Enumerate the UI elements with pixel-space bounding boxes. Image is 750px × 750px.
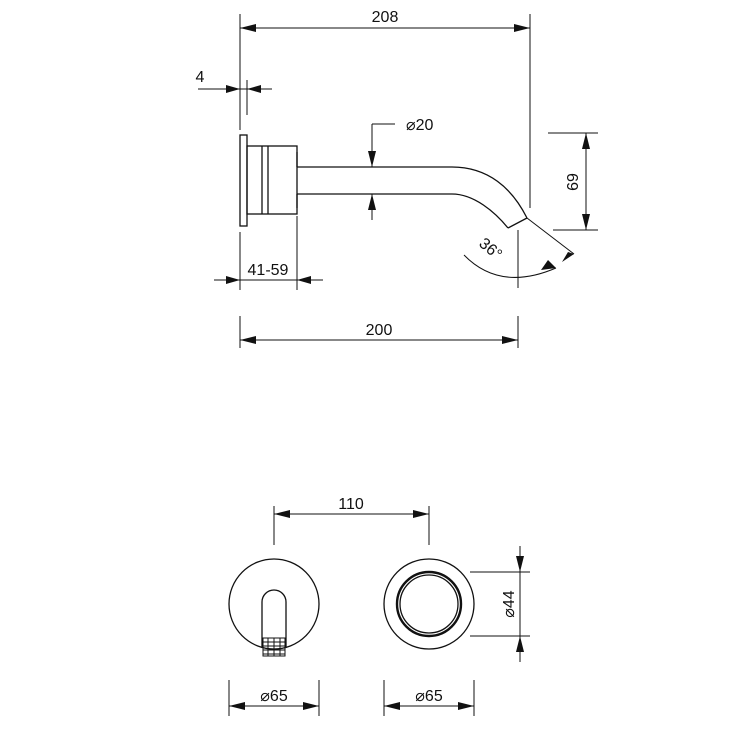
dim-center-spacing: 110 <box>273 496 430 545</box>
dim-wall-depth: 41-59 <box>214 216 323 290</box>
dim-d65-right-label: ⌀65 <box>415 688 443 705</box>
dim-d65-left-label: ⌀65 <box>260 688 288 705</box>
spout-front-body <box>261 589 287 648</box>
wall-plate <box>239 134 248 227</box>
dim-right-plate-diameter: ⌀65 <box>383 680 475 716</box>
dim-d20-label: ⌀20 <box>406 117 434 134</box>
side-view <box>239 134 528 229</box>
dim-208-label: 208 <box>372 9 399 26</box>
dim-4-label: 4 <box>196 69 205 86</box>
dim-200-label: 200 <box>366 322 393 339</box>
dim-110-label: 110 <box>338 496 364 513</box>
dim-36deg-label: 36° <box>475 235 504 264</box>
body-block <box>246 145 298 215</box>
dim-spout-projection: 200 <box>239 316 519 348</box>
aerator-icon <box>262 637 286 657</box>
spout-outlet <box>507 217 528 229</box>
dim-plate-thickness: 4 <box>196 69 272 115</box>
dim-41-59-label: 41-59 <box>248 262 289 279</box>
dim-spout-diameter: ⌀20 <box>368 117 434 220</box>
spout-bottom-edge <box>297 193 509 229</box>
dim-spout-angle: 36° <box>463 217 575 288</box>
dim-d44-label: ⌀44 <box>501 590 518 618</box>
dim-overall-length: 208 <box>239 9 531 208</box>
left-plate-circle <box>228 558 320 650</box>
handle-ring-outer <box>395 570 463 638</box>
front-view-spout-plate <box>228 558 320 657</box>
handle-ring-inner <box>399 574 459 634</box>
dim-left-plate-diameter: ⌀65 <box>228 680 320 716</box>
dim-69-label: 69 <box>565 173 582 191</box>
right-plate-circle <box>383 558 475 650</box>
dim-outlet-diameter: ⌀44 <box>470 546 530 662</box>
front-view-handle-plate <box>383 558 475 650</box>
spout-top-edge <box>297 166 528 219</box>
dim-spout-drop: 69 <box>548 132 598 231</box>
